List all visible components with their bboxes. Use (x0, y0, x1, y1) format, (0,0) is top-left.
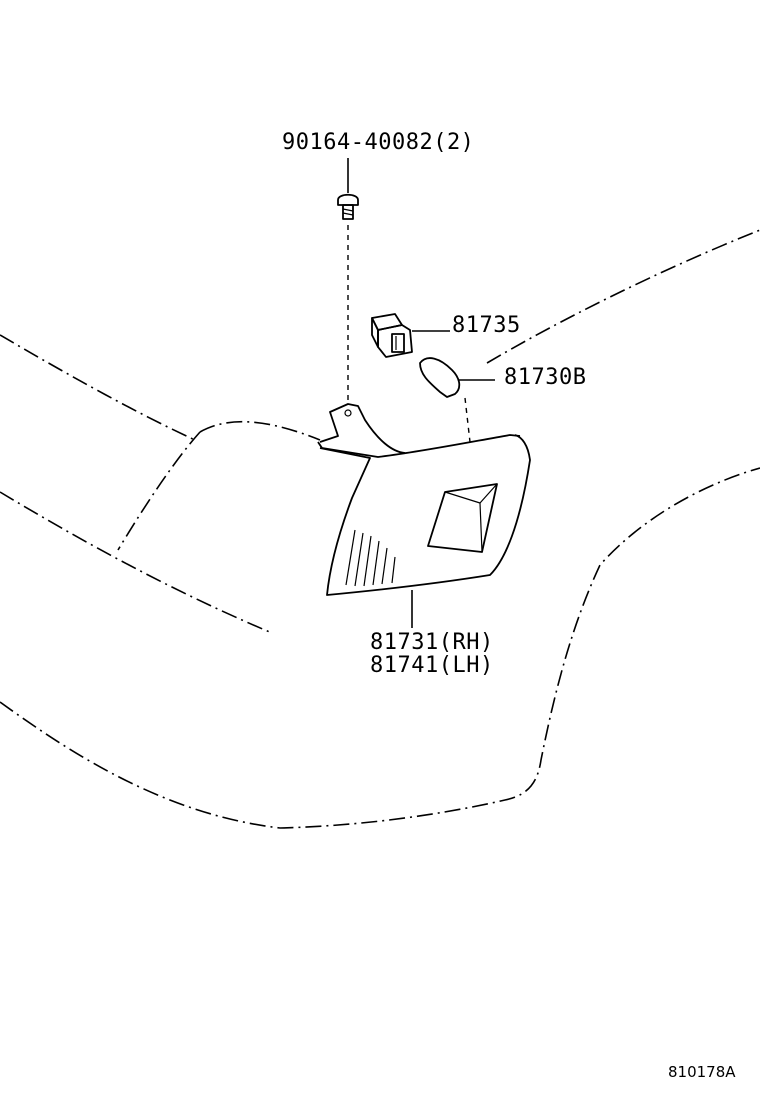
socket-icon (371, 313, 413, 358)
bumper-lower-line (0, 467, 760, 829)
hood-edge-line (0, 334, 196, 441)
headlamp-edge-line (117, 431, 201, 551)
bulb-part-number: 81730B (504, 365, 586, 390)
lamp-lh-part-number: 81741(LH) (370, 653, 494, 678)
diagram-code: 810178A (668, 1063, 736, 1081)
lamp-lens (319, 434, 531, 596)
mounting-bracket (319, 403, 406, 454)
clearance-lamp-icon (317, 403, 531, 596)
screw-part-number: 90164-40082(2) (282, 130, 474, 155)
bulb-icon (419, 357, 461, 398)
screw-icon (337, 193, 359, 220)
lens-hatching (345, 529, 396, 587)
socket-part-number: 81735 (452, 313, 521, 338)
fender-top-line (199, 420, 321, 441)
lamp-upper-edge (317, 434, 521, 458)
fender-rear-line (486, 229, 760, 364)
lamp-reflector (427, 483, 498, 553)
vehicle-body-outline (0, 229, 760, 829)
bumper-top-line (0, 491, 273, 634)
bulb-install-line (464, 397, 471, 443)
lamp-rh-part-number: 81731(RH) (370, 630, 494, 655)
